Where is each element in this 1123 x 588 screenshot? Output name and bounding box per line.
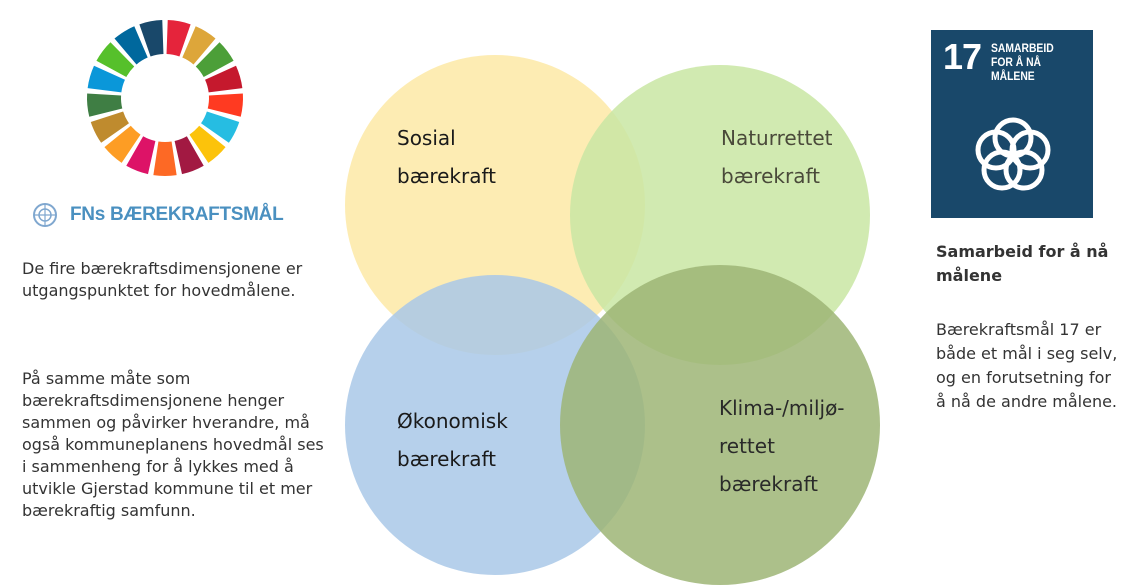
sdg-17-card: 17 SAMARBEID FOR Å NÅ MÅLENE xyxy=(931,30,1093,218)
fn-logo-title: FNs BÆREKRAFTSMÅL xyxy=(70,204,284,225)
goal-number: 17 xyxy=(943,36,982,77)
label-natur: Naturrettet bærekraft xyxy=(721,126,839,188)
fn-logo: FNs BÆREKRAFTSMÅL xyxy=(32,202,284,228)
label-okonomisk: Økonomisk bærekraft xyxy=(397,409,514,471)
sdg-wheel-segment xyxy=(189,125,226,163)
sdg-wheel-segment xyxy=(104,125,141,163)
intro-paragraph: De fire bærekraftsdimensjonene er utgang… xyxy=(22,259,303,300)
label-sosial: Sosial bærekraft xyxy=(397,126,496,188)
goal-name: SAMARBEID FOR Å NÅ MÅLENE xyxy=(991,43,1054,83)
un-emblem-icon xyxy=(33,203,57,227)
sdg-wheel-segment xyxy=(201,111,240,143)
sdg-wheel-segment xyxy=(114,26,148,65)
body-paragraph: På samme måte som bærekraftsdimensjonene… xyxy=(22,369,324,520)
sdg-wheel-segment xyxy=(90,111,129,143)
interlocking-rings-icon xyxy=(975,117,1051,191)
sdg-wheel-segment xyxy=(139,20,164,57)
sdg-wheel-segment xyxy=(182,26,216,65)
sdg-wheel-segment xyxy=(174,136,204,175)
sdg-wheel-segment xyxy=(153,141,177,176)
sdg-wheel-segment xyxy=(205,65,243,93)
circle-sosial xyxy=(345,55,645,355)
circle-klima xyxy=(560,265,880,585)
left-panel: FNs BÆREKRAFTSMÅL De fire bærekraftsdime… xyxy=(0,0,330,588)
sdg-wheel-segment xyxy=(126,136,156,175)
goal-heading: Samarbeid for å nå målene xyxy=(936,242,1109,285)
right-panel: 17 SAMARBEID FOR Å NÅ MÅLENE Samarbeid f… xyxy=(928,0,1123,588)
sdg-wheel-segment xyxy=(207,93,243,117)
sdg-wheel-segment xyxy=(87,65,125,93)
sdg-wheel-segment xyxy=(87,93,123,117)
sdg-wheel-segment xyxy=(96,42,135,78)
label-klima: Klima-/miljø- rettet bærekraft xyxy=(719,396,851,496)
goal-description: Bærekraftsmål 17 er både et mål i seg se… xyxy=(936,320,1118,411)
sdg-wheel-icon xyxy=(87,20,243,176)
circle-okonomisk xyxy=(345,275,645,575)
venn-diagram: Sosial bærekraft Naturrettet bærekraft Ø… xyxy=(345,55,880,585)
sdg-wheel-segment xyxy=(195,42,234,78)
sdg-wheel-segment xyxy=(166,20,191,57)
